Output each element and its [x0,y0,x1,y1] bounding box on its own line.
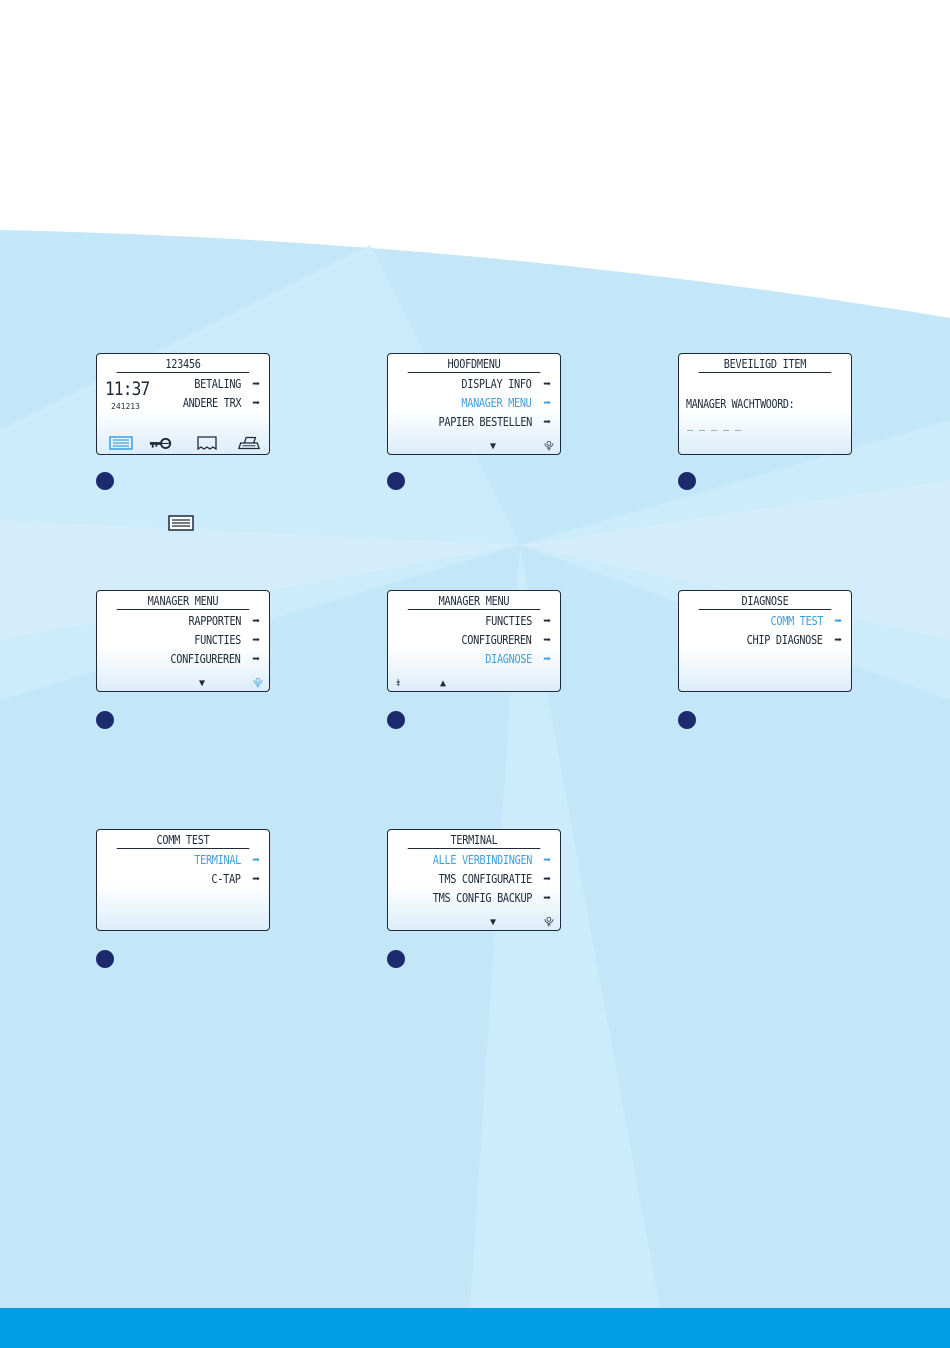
arrow-right-icon: ➡ [543,415,551,430]
screen-title: MANAGER MENU [116,593,250,610]
menu-item-manager-menu[interactable]: MANAGER MENU ➡ [446,394,554,412]
date-display: 241213 [111,402,140,411]
arrow-right-icon: ➡ [543,652,551,667]
menu-item-tms-configuratie[interactable]: TMS CONFIGURATIE ➡ [418,870,554,888]
arrow-right-icon: ➡ [834,614,842,629]
footer-bar [0,1308,950,1348]
step-marker [678,711,696,729]
menu-icon [168,515,194,531]
screen-title: TERMINAL [407,832,541,849]
menu-icon[interactable] [109,436,133,450]
arrow-right-icon: ➡ [543,891,551,906]
screen-title: DIAGNOSE [698,593,832,610]
arrow-right-icon: ➡ [252,872,260,887]
arrow-right-icon: ➡ [543,614,551,629]
menu-item-label: DIAGNOSE [485,651,532,666]
menu-item-label: COMM TEST [770,613,823,628]
menu-item-label: CONFIGUREREN [461,632,532,647]
arrow-right-icon: ➡ [543,633,551,648]
step-marker [387,950,405,968]
menu-item-c-tap[interactable]: C-TAP ➡ [205,870,263,888]
menu-item-terminal[interactable]: TERMINAL ➡ [184,851,263,869]
arrow-right-icon: ➡ [834,633,842,648]
scroll-bottom-icon[interactable]: ⯓ [253,678,263,689]
arrow-right-icon: ➡ [252,652,260,667]
screen-title: MANAGER MENU [407,593,541,610]
arrow-right-icon: ➡ [252,853,260,868]
menu-item-label: TMS CONFIG BACKUP [432,890,533,905]
scroll-bottom-icon[interactable]: ⯓ [544,917,554,928]
step-marker [678,472,696,490]
menu-item-label: CONFIGUREREN [170,651,241,666]
screen-hoofdmenu: HOOFDMENU DISPLAY INFO ➡ MANAGER MENU ➡ PA… [387,353,561,455]
menu-item-functies[interactable]: FUNCTIES ➡ [475,612,554,630]
screen-diagnose: DIAGNOSE COMM TEST ➡ CHIP DIAGNOSE ➡ [678,590,852,692]
key-icon[interactable] [149,436,173,450]
menu-item-label: ALLE VERBINDINGEN [432,852,533,867]
arrow-right-icon: ➡ [543,396,551,411]
menu-item-alle-verbindingen[interactable]: ALLE VERBINDINGEN ➡ [411,851,554,869]
menu-item-label: CHIP DIAGNOSE [747,632,823,647]
screen-beveiligd-item: BEVEILIGD ITEM MANAGER WACHTWOORD: _ _ _… [678,353,852,455]
menu-item-betaling[interactable]: BETALING ➡ [184,375,263,393]
step-marker [387,711,405,729]
menu-item-tms-config-backup[interactable]: TMS CONFIG BACKUP ➡ [411,889,554,907]
arrow-right-icon: ➡ [543,872,551,887]
step-marker [96,950,114,968]
menu-item-papier-bestellen[interactable]: PAPIER BESTELLEN ➡ [418,413,554,431]
step-marker [96,711,114,729]
menu-item-comm-test[interactable]: COMM TEST ➡ [759,612,845,630]
arrow-right-icon: ➡ [252,633,260,648]
time-display: 11:37 [105,378,150,400]
screen-title: BEVEILIGD ITEM [698,356,832,373]
scroll-down-icon[interactable]: ▼ [199,678,206,689]
screen-title: HOOFDMENU [407,356,541,373]
screen-manager-menu-1: MANAGER MENU RAPPORTEN ➡ FUNCTIES ➡ CONFIG… [96,590,270,692]
arrow-right-icon: ➡ [543,853,551,868]
menu-item-display-info[interactable]: DISPLAY INFO ➡ [446,375,554,393]
menu-item-label: DISPLAY INFO [461,376,532,391]
password-input[interactable]: _ _ _ _ _ [687,420,742,431]
menu-item-label: RAPPORTEN [188,613,241,628]
menu-item-label: FUNCTIES [485,613,532,628]
printer-icon[interactable] [237,436,261,450]
arrow-right-icon: ➡ [252,377,260,392]
scroll-up-icon[interactable]: ▲ [440,678,447,689]
menu-item-andere-trx[interactable]: ANDERE TRX ➡ [170,394,263,412]
menu-item-configureren[interactable]: CONFIGUREREN ➡ [446,631,554,649]
step-marker [387,472,405,490]
menu-item-label: C-TAP [211,871,242,886]
arrow-right-icon: ➡ [252,396,260,411]
step-marker [96,472,114,490]
arrow-right-icon: ➡ [543,377,551,392]
scroll-down-icon[interactable]: ▼ [490,441,497,452]
menu-item-configureren[interactable]: CONFIGUREREN ➡ [155,650,263,668]
screen-terminal: TERMINAL ALLE VERBINDINGEN ➡ TMS CONFIGUR… [387,829,561,931]
menu-item-label: PAPIER BESTELLEN [438,414,533,429]
scroll-bottom-icon[interactable]: ⯓ [544,441,554,452]
password-prompt: MANAGER WACHTWOORD: [686,396,795,411]
receipt-icon[interactable] [195,436,219,450]
scroll-top-icon[interactable]: ⯒ [396,678,401,689]
menu-item-label: TERMINAL [194,852,241,867]
menu-item-rapporten[interactable]: RAPPORTEN ➡ [177,612,263,630]
scroll-down-icon[interactable]: ▼ [490,917,497,928]
menu-item-label: MANAGER MENU [461,395,532,410]
menu-item-label: BETALING [194,376,241,391]
screen-title: COMM TEST [116,832,250,849]
screen-manager-menu-2: MANAGER MENU FUNCTIES ➡ CONFIGUREREN ➡ DIA… [387,590,561,692]
screen-comm-test: COMM TEST TERMINAL ➡ C-TAP ➡ [96,829,270,931]
menu-item-label: FUNCTIES [194,632,241,647]
screen-title: 123456 [116,356,250,373]
menu-item-chip-diagnose[interactable]: CHIP DIAGNOSE ➡ [730,631,845,649]
menu-item-label: TMS CONFIGURATIE [438,871,533,886]
menu-item-label: ANDERE TRX [182,395,242,410]
screen-home: 123456 11:37 241213 BETALING ➡ ANDERE TRX… [96,353,270,455]
arrow-right-icon: ➡ [252,614,260,629]
menu-item-diagnose[interactable]: DIAGNOSE ➡ [475,650,554,668]
menu-item-functies[interactable]: FUNCTIES ➡ [184,631,263,649]
